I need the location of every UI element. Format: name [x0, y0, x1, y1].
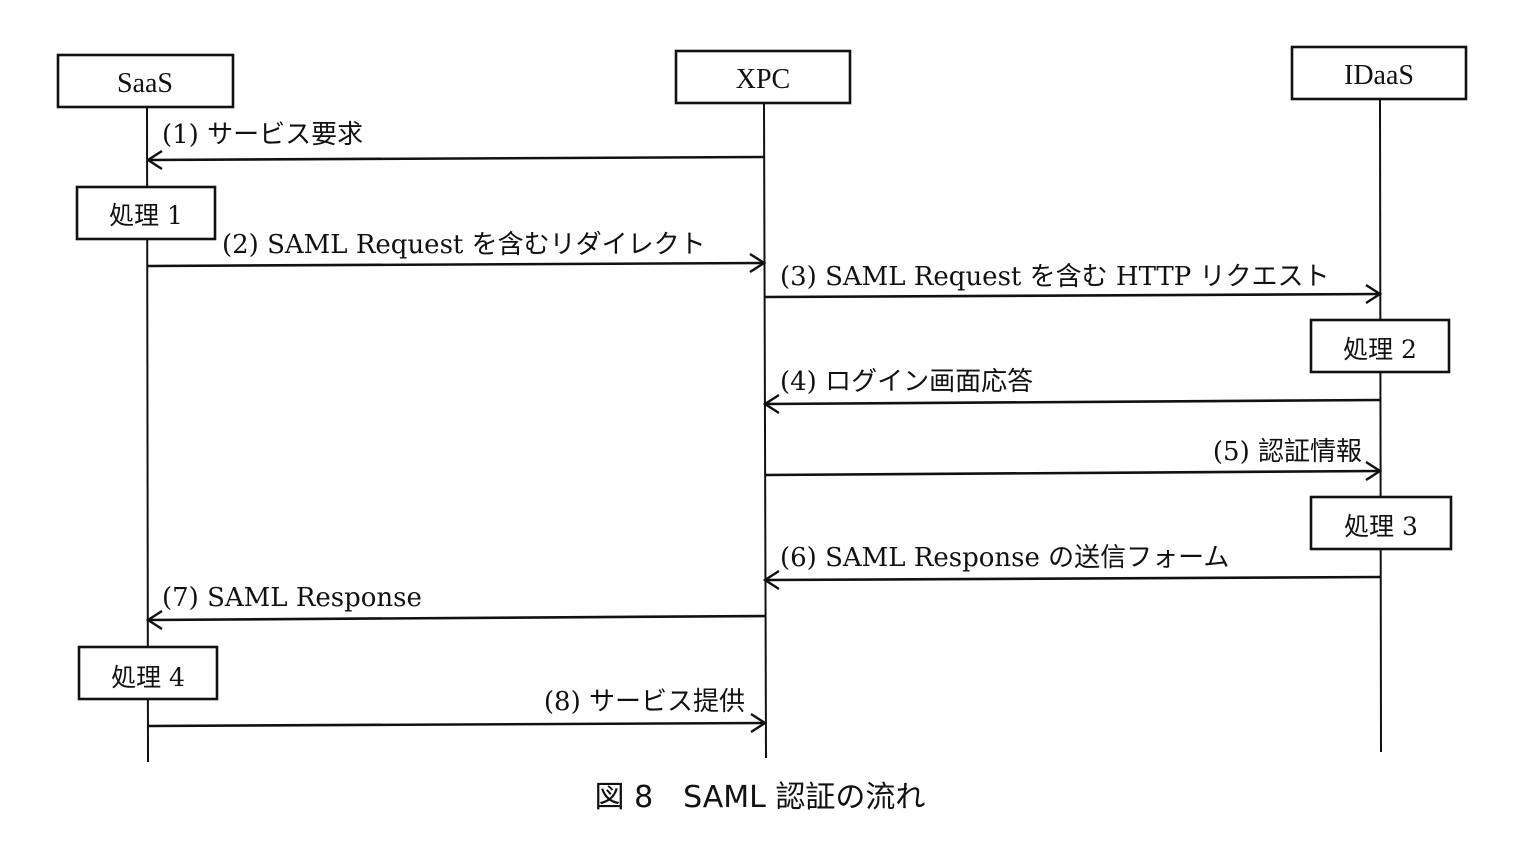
- message-3: (3) SAML Request を含む HTTP リクエスト: [764, 262, 1383, 305]
- message-4-label: (4) ログイン画面応答: [780, 367, 1033, 397]
- step-3-label: 処理 3: [1344, 512, 1418, 541]
- arrowhead-left-icon: [145, 609, 163, 631]
- arrowhead-left-icon: [145, 149, 163, 171]
- message-1: (1) サービス要求: [145, 120, 765, 171]
- message-4: (4) ログイン画面応答: [762, 367, 1381, 415]
- step-2-label: 処理 2: [1343, 335, 1417, 364]
- arrowhead-right-icon: [1365, 460, 1383, 482]
- step-3: 処理 3: [1309, 495, 1453, 551]
- actor-xpc-label: XPC: [736, 64, 790, 95]
- figure-caption: 図 8 SAML 認証の流れ: [595, 780, 926, 815]
- message-1-label: (1) サービス要求: [162, 120, 363, 150]
- message-7-label: (7) SAML Response: [162, 583, 422, 613]
- message-2-label: (2) SAML Request を含むリダイレクト: [222, 230, 706, 260]
- lifeline-xpc: [763, 102, 767, 759]
- message-5-label: (5) 認証情報: [1213, 437, 1362, 467]
- arrowhead-left-icon: [762, 569, 780, 591]
- actor-saas: SaaS: [56, 53, 235, 109]
- step-4: 処理 4: [77, 645, 219, 701]
- message-5: (5) 認証情報: [764, 437, 1383, 482]
- actor-saas-label: SaaS: [117, 68, 173, 99]
- arrowhead-right-icon: [1365, 283, 1383, 305]
- arrowhead-right-icon: [749, 252, 767, 274]
- message-3-label: (3) SAML Request を含む HTTP リクエスト: [780, 262, 1330, 292]
- step-2: 処理 2: [1309, 318, 1451, 374]
- arrowhead-left-icon: [762, 393, 780, 415]
- message-2: (2) SAML Request を含むリダイレクト: [147, 230, 767, 274]
- step-4-label: 処理 4: [111, 663, 185, 692]
- message-6: (6) SAML Response の送信フォーム: [762, 543, 1381, 591]
- message-7: (7) SAML Response: [145, 583, 766, 631]
- message-6-label: (6) SAML Response の送信フォーム: [780, 543, 1229, 573]
- message-8: (8) サービス提供: [147, 687, 768, 734]
- lifeline-idaas: [1379, 99, 1382, 753]
- actor-xpc: XPC: [674, 49, 852, 105]
- actor-idaas: IDaaS: [1290, 45, 1468, 101]
- message-8-label: (8) サービス提供: [544, 687, 745, 717]
- arrowhead-right-icon: [750, 712, 768, 734]
- actor-idaas-label: IDaaS: [1344, 60, 1414, 91]
- step-1: 処理 1: [75, 185, 217, 241]
- step-1-label: 処理 1: [109, 201, 183, 230]
